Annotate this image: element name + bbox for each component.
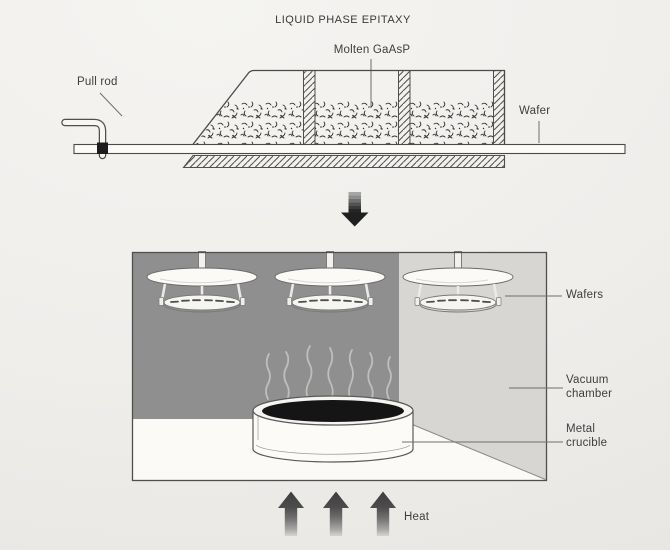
metal-crucible: [252, 395, 414, 463]
boat-base-plate: [182, 154, 506, 169]
vacuum-chamber-label: Vacuum chamber: [566, 374, 612, 401]
heat-label: Heat: [404, 511, 430, 523]
heat-arrow-icon: [278, 491, 304, 536]
rod-connector: [97, 142, 108, 154]
metal-crucible-label: Metal crucible: [566, 423, 607, 450]
pull-rod: [61, 118, 108, 160]
heat-arrow-icon: [370, 491, 396, 536]
molten-gaasp-fill: [196, 97, 493, 144]
vapor-lines: [265, 345, 392, 402]
vacuum-chamber-label-line2: chamber: [566, 387, 613, 400]
pull-rod-label: Pull rod: [77, 76, 118, 88]
vacuum-chamber-diagram: [131, 250, 563, 482]
heat-arrows-icon: [278, 491, 396, 536]
lpe-boat-diagram: [61, 59, 626, 169]
molten-metal-surface: [262, 400, 404, 422]
heat-arrow-icon: [323, 491, 349, 536]
down-arrow-icon: [341, 192, 369, 227]
chamber-border: [131, 251, 548, 482]
wafer-label: Wafer: [519, 105, 551, 117]
metal-crucible-label-line2: crucible: [566, 436, 608, 449]
wafers-label: Wafers: [566, 289, 604, 301]
diagram-title: LIQUID PHASE EPITAXY: [275, 14, 411, 26]
molten-gaasp-label: Molten GaAsP: [333, 44, 411, 56]
leader-lines-bottom: [402, 295, 563, 443]
boat-outline: [191, 69, 506, 146]
vacuum-chamber-label-line1: Vacuum: [566, 374, 609, 386]
wafer-slider-bar: [73, 143, 626, 155]
chamber-side-wall: [399, 253, 546, 480]
metal-crucible-label-line1: Metal: [566, 423, 596, 435]
floor-wall-edge: [398, 418, 546, 480]
